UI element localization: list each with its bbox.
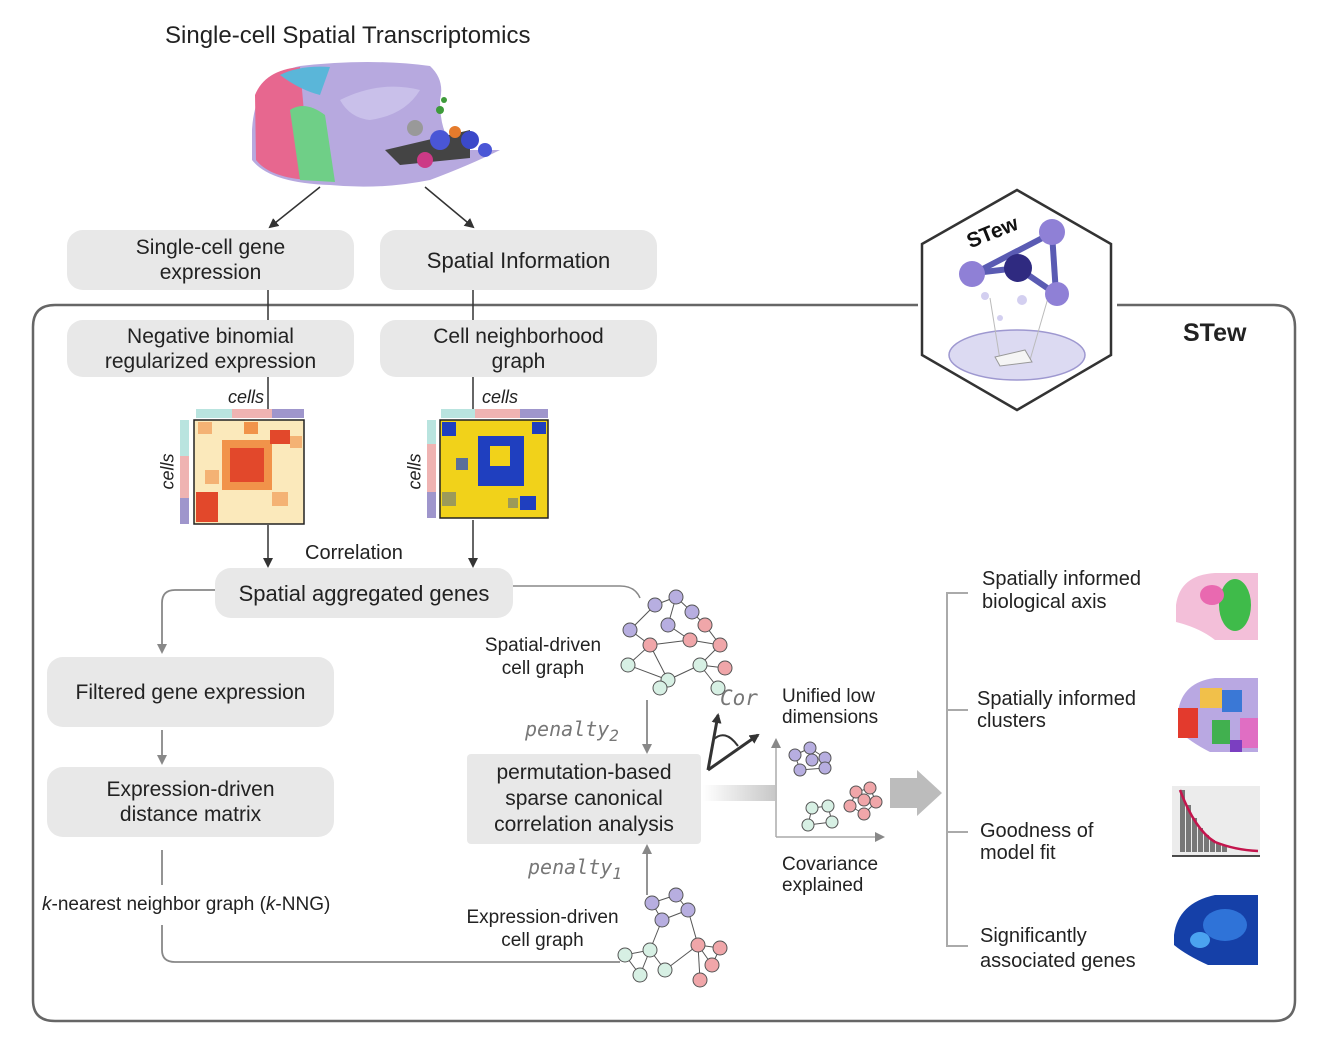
cor-label: Cor: [720, 686, 758, 710]
expression-heatmap: [180, 409, 305, 525]
spatial-information-label: Spatial Information: [426, 247, 611, 273]
penalty2-label: penalty2: [525, 718, 619, 747]
penalty1-text: penalty: [528, 855, 613, 879]
fit-thumbnail: [1172, 786, 1260, 857]
knng-k1: k: [42, 894, 52, 915]
matrix1-side-label: cells: [157, 453, 178, 490]
filtered-box: Filtered gene expression: [47, 657, 334, 727]
page-title: Single-cell Spatial Transcriptomics: [165, 22, 531, 49]
matrix1-top-label: cells: [228, 387, 265, 407]
clusters-thumbnail: [1178, 678, 1258, 752]
covariance-label: Covariance explained: [782, 854, 879, 896]
expression-cell-graph: [617, 887, 728, 988]
gene-expression-box: Single-cell gene expression: [67, 230, 354, 290]
correlation-label: Correlation: [305, 542, 403, 564]
penalty2-text: penalty: [525, 717, 610, 741]
spatial-heatmap: [427, 409, 549, 519]
filtered-label: Filtered gene expression: [75, 680, 306, 704]
knng-suffix: -NNG): [275, 894, 331, 915]
spatial-aggregated-box: Spatial aggregated genes: [215, 568, 513, 618]
knng-k2: k: [265, 894, 276, 915]
knng-label: k-nearest neighbor graph (k-NNG): [42, 893, 330, 916]
expression-graph-label: Expression-driven cell graph: [466, 907, 619, 951]
brain-image: [252, 62, 500, 187]
stew-logo: [920, 188, 1113, 412]
pscca-label: permutation-based sparse canonical corre…: [494, 761, 674, 836]
nb-regularized-label: Negative binomial regularized expression: [104, 324, 317, 373]
axis-thumbnail: [1176, 573, 1258, 640]
gene-expression-label: Single-cell gene expression: [135, 236, 286, 284]
pscca-box: permutation-based sparse canonical corre…: [467, 754, 701, 844]
framework-label: STew: [1183, 319, 1247, 347]
matrix2-side-label: cells: [404, 453, 425, 490]
stew-frame: [31, 303, 1297, 1023]
cell-neighborhood-label: Cell neighborhood graph: [433, 324, 604, 373]
penalty1-sub: 1: [612, 864, 622, 883]
spatial-aggregated-label: Spatial aggregated genes: [238, 580, 490, 606]
output-clusters-label: Spatially informed clusters: [977, 688, 1136, 732]
cell-neighborhood-box: Cell neighborhood graph: [380, 320, 657, 377]
scatter-clusters: [788, 741, 883, 832]
output-genes-label: Significantly associated genes: [980, 925, 1136, 972]
distance-matrix-box: Expression-driven distance matrix: [47, 767, 334, 837]
penalty1-label: penalty1: [528, 856, 622, 885]
spatial-graph-label: Spatial-driven cell graph: [484, 635, 602, 679]
unified-label: Unified low dimensions: [782, 686, 879, 728]
knng-mid: -nearest neighbor graph (: [51, 894, 266, 915]
genes-thumbnail: [1174, 895, 1258, 965]
matrix2-top-label: cells: [482, 387, 519, 407]
output-fit-label: Goodness of model fit: [980, 820, 1094, 864]
nb-regularized-box: Negative binomial regularized expression: [67, 320, 354, 377]
spatial-information-box: Spatial Information: [380, 230, 657, 290]
distance-matrix-label: Expression-driven distance matrix: [106, 778, 275, 826]
output-axis-label: Spatially informed biological axis: [982, 568, 1141, 613]
penalty2-sub: 2: [609, 726, 619, 745]
spatial-cell-graph: [620, 589, 733, 696]
